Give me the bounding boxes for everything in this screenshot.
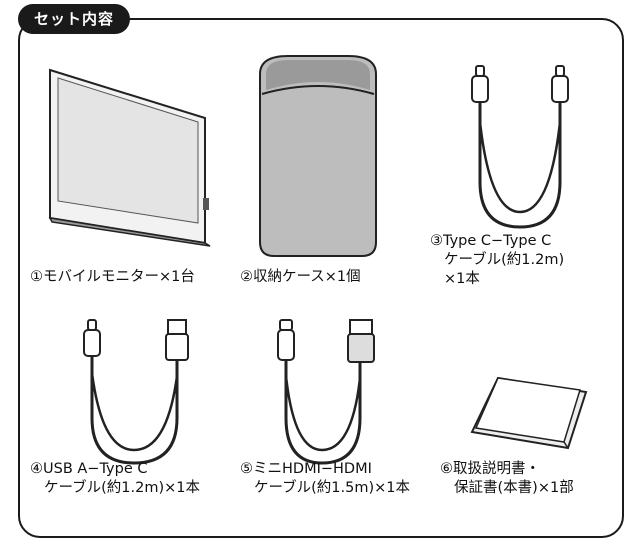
manual-icon xyxy=(470,376,588,450)
monitor-icon xyxy=(48,68,211,247)
type-c-cable-icon xyxy=(471,65,569,229)
caption-hdmi-cable: ⑤ミニHDMI−HDMI ケーブル(約1.5m)×1本 xyxy=(240,461,411,496)
caption-case: ②収納ケース×1個 xyxy=(240,269,361,285)
storage-case-icon xyxy=(259,55,377,257)
section-title-badge: セット内容 xyxy=(18,4,131,34)
caption-manual: ⑥取扱説明書・ 保証書(本書)×1部 xyxy=(440,461,574,496)
caption-monitor: ①モバイルモニター×1台 xyxy=(30,269,195,285)
caption-usb-a-cable: ④USB A−Type C ケーブル(約1.2m)×1本 xyxy=(30,461,201,496)
usb-a-type-c-cable-icon xyxy=(83,319,189,465)
mini-hdmi-hdmi-cable-icon xyxy=(277,319,375,465)
caption-type-c-cable: ③Type C−Type C ケーブル(約1.2m) ×1本 xyxy=(430,233,565,287)
